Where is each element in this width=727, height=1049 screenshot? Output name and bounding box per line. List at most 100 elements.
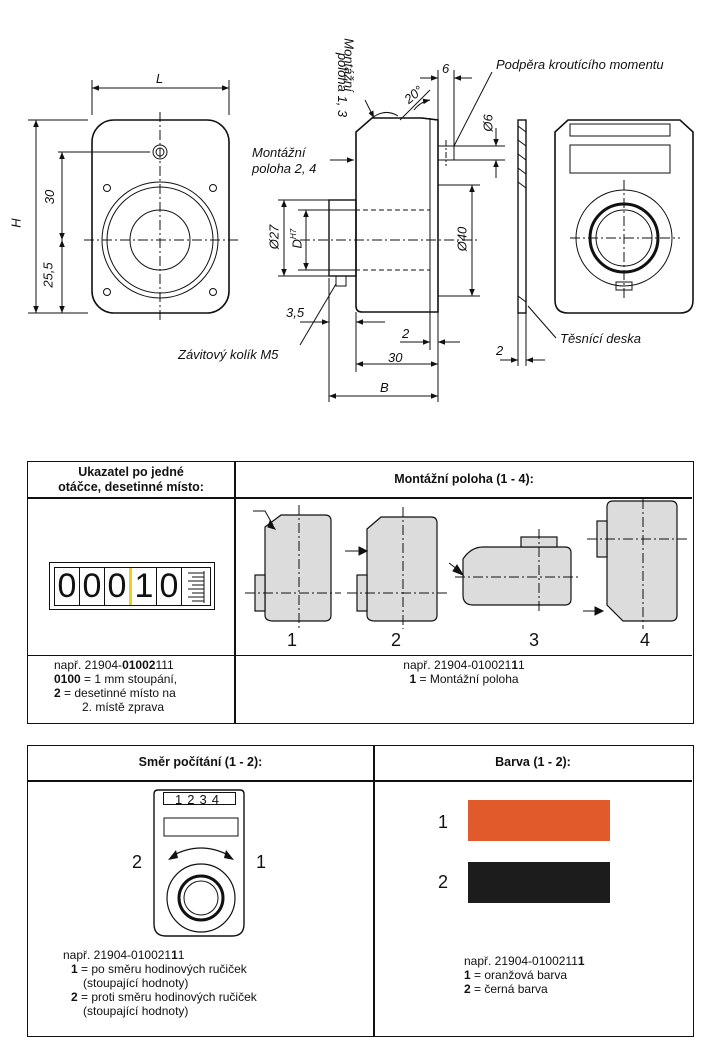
t1-note-right: např. 21904-01002111 1 = Montážní poloha bbox=[235, 658, 693, 686]
t1-header-left-line1: Ukazatel po jedné bbox=[78, 465, 184, 479]
t1-vline bbox=[234, 462, 236, 723]
t2-note-left-line2: 1 = po směru hodinových ručiček bbox=[63, 962, 363, 976]
direction-label-1: 1 bbox=[256, 852, 267, 872]
table-counter-mounting: Ukazatel po jedné otáčce, desetinné míst… bbox=[27, 461, 694, 724]
t2-note-left-line1: např. 21904-01002111 bbox=[63, 948, 363, 962]
t1-note-left-line4: 2. místě zprava bbox=[82, 700, 165, 714]
t1-r1-bold: 1 bbox=[511, 658, 519, 672]
t2-note-left-line3: (stoupající hodnoty) bbox=[83, 976, 189, 990]
t2-header-left: Směr počítání (1 - 2): bbox=[138, 755, 263, 769]
t1-r2-text: = Montážní poloha bbox=[416, 672, 519, 686]
t2-r3-text: = černá barva bbox=[470, 982, 548, 996]
t1-note-left-line2: 0100 = 1 mm stoupání, bbox=[54, 672, 232, 686]
table-direction-color: Směr počítání (1 - 2): Barva (1 - 2): 12… bbox=[27, 745, 694, 1037]
t1-hline-2 bbox=[28, 655, 692, 657]
dim-3-5: 3,5 bbox=[286, 305, 305, 320]
t2-note-left-line4: 2 = proti směru hodinových ručiček bbox=[63, 990, 363, 1004]
t1-l1-prefix: např. 21904- bbox=[54, 658, 123, 672]
front-view bbox=[28, 80, 238, 322]
montazni-2-4-line2: poloha 2, 4 bbox=[252, 161, 317, 176]
t1-note-left-line1: např. 21904-01002111 bbox=[54, 658, 232, 672]
position-label-2: 2 bbox=[391, 630, 402, 650]
t2-l2-bold: 1 bbox=[71, 962, 78, 976]
seal-plate bbox=[500, 119, 557, 366]
t2-r2-bold: 1 bbox=[464, 968, 471, 982]
t2-l1-suffix: 1 bbox=[177, 948, 185, 962]
t1-note-right-line1: např. 21904-01002111 bbox=[235, 658, 693, 672]
direction-label-2: 2 bbox=[132, 852, 143, 872]
t2-r2-text: = oranžová barva bbox=[470, 968, 568, 982]
t1-note-left: např. 21904-01002111 0100 = 1 mm stoupán… bbox=[54, 658, 232, 714]
label-H: H bbox=[8, 218, 24, 228]
t1-header-right: Montážní poloha (1 - 4): bbox=[394, 472, 534, 486]
color-label-1: 1 bbox=[438, 812, 449, 832]
podpera-label: Podpěra kroutícího momentu bbox=[496, 57, 664, 72]
t2-note-right-line2: 1 = oranžová barva bbox=[464, 968, 690, 982]
technical-drawing bbox=[28, 70, 694, 402]
t1-note-right-line2: 1 = Montážní poloha bbox=[235, 672, 693, 686]
t2-hline bbox=[28, 780, 692, 782]
color-swatch-black bbox=[468, 862, 610, 903]
t1-l2-text: = 1 mm stoupání, bbox=[80, 672, 178, 686]
side-view bbox=[278, 70, 505, 402]
t2-note-right-line1: např. 21904-01002111 bbox=[464, 954, 690, 968]
dim-2-mid: 2 bbox=[402, 326, 410, 341]
t2-vline bbox=[373, 746, 375, 1036]
dim-dh7-text: D bbox=[289, 239, 305, 249]
t1-header-left: Ukazatel po jedné otáčce, desetinné míst… bbox=[28, 465, 234, 495]
dim-25-5: 25,5 bbox=[40, 262, 56, 288]
t2-r3-bold: 2 bbox=[464, 982, 471, 996]
t1-l1-bold: 01002 bbox=[122, 658, 156, 672]
dim-d27: Ø27 bbox=[266, 224, 282, 250]
zavitovy-label: Závitový kolík M5 bbox=[178, 347, 279, 362]
t1-hline-1 bbox=[28, 497, 692, 499]
t1-note-left-line3: 2 = desetinné místo na bbox=[54, 686, 232, 700]
mounting-positions-sketch bbox=[245, 499, 687, 629]
t2-header-right: Barva (1 - 2): bbox=[495, 755, 571, 769]
t2-l1-bold: 1 bbox=[171, 948, 178, 962]
montazni-2-4-line1: Montážní bbox=[252, 145, 306, 160]
t2-counter-window: 1234 bbox=[163, 792, 236, 806]
t2-l1-prefix: např. 21904-010021 bbox=[63, 948, 172, 962]
counter-digit-3: 0 bbox=[105, 568, 132, 605]
montazni-1-3-line2: poloha 1, 3 bbox=[335, 52, 351, 118]
t1-l3-text: = desetinné místo na bbox=[60, 686, 176, 700]
t2-l4-text: = proti směru hodinových ručiček bbox=[77, 990, 257, 1004]
dim-dh7-sup: H7 bbox=[289, 228, 299, 240]
t1-l1-suffix: 111 bbox=[155, 658, 174, 672]
t2-r1-prefix: např. 21904-0100211 bbox=[464, 954, 578, 968]
color-label-2: 2 bbox=[438, 872, 449, 892]
t2-l4-bold: 2 bbox=[71, 990, 78, 1004]
dim-d40: Ø40 bbox=[454, 226, 470, 252]
counter-device-sketch bbox=[153, 789, 245, 937]
dim-30-left: 30 bbox=[42, 189, 58, 205]
t2-r1-bold: 1 bbox=[577, 954, 585, 968]
back-view bbox=[554, 119, 694, 314]
position-label-3: 3 bbox=[529, 630, 540, 650]
t2-note-left-line5: (stoupající hodnoty) bbox=[83, 1004, 189, 1018]
counter-digit-5: 0 bbox=[157, 568, 182, 605]
t1-l2-bold: 0100 bbox=[54, 672, 81, 686]
counter-scale-icon bbox=[188, 571, 205, 603]
tesnici-label: Těsnící deska bbox=[560, 331, 641, 346]
position-label-4: 4 bbox=[640, 630, 651, 650]
counter-digit-2: 0 bbox=[80, 568, 105, 605]
dim-d6: Ø6 bbox=[480, 114, 496, 132]
t1-r2-bold: 1 bbox=[409, 672, 417, 686]
dim-dh7: DH7 bbox=[287, 229, 304, 249]
counter-display: 0 0 0 1 0 bbox=[49, 562, 215, 610]
t2-note-left: např. 21904-01002111 1 = po směru hodino… bbox=[63, 948, 363, 1018]
label-L: L bbox=[156, 71, 164, 86]
dim-6: 6 bbox=[442, 61, 450, 76]
counter-digit-4: 1 bbox=[132, 568, 157, 605]
dim-30-bottom: 30 bbox=[388, 350, 403, 365]
t2-l2-text: = po směru hodinových ručiček bbox=[77, 962, 247, 976]
t2-note-right-line3: 2 = černá barva bbox=[464, 982, 690, 996]
t1-r1-suffix: 1 bbox=[518, 658, 525, 672]
counter-digit-1: 0 bbox=[55, 568, 80, 605]
t1-l3-bold: 2 bbox=[54, 686, 61, 700]
dim-2-right: 2 bbox=[496, 343, 504, 358]
counter-window: 0 0 0 1 0 bbox=[54, 567, 211, 606]
t2-note-right: např. 21904-01002111 1 = oranžová barva … bbox=[464, 954, 690, 996]
label-B: B bbox=[380, 380, 389, 395]
